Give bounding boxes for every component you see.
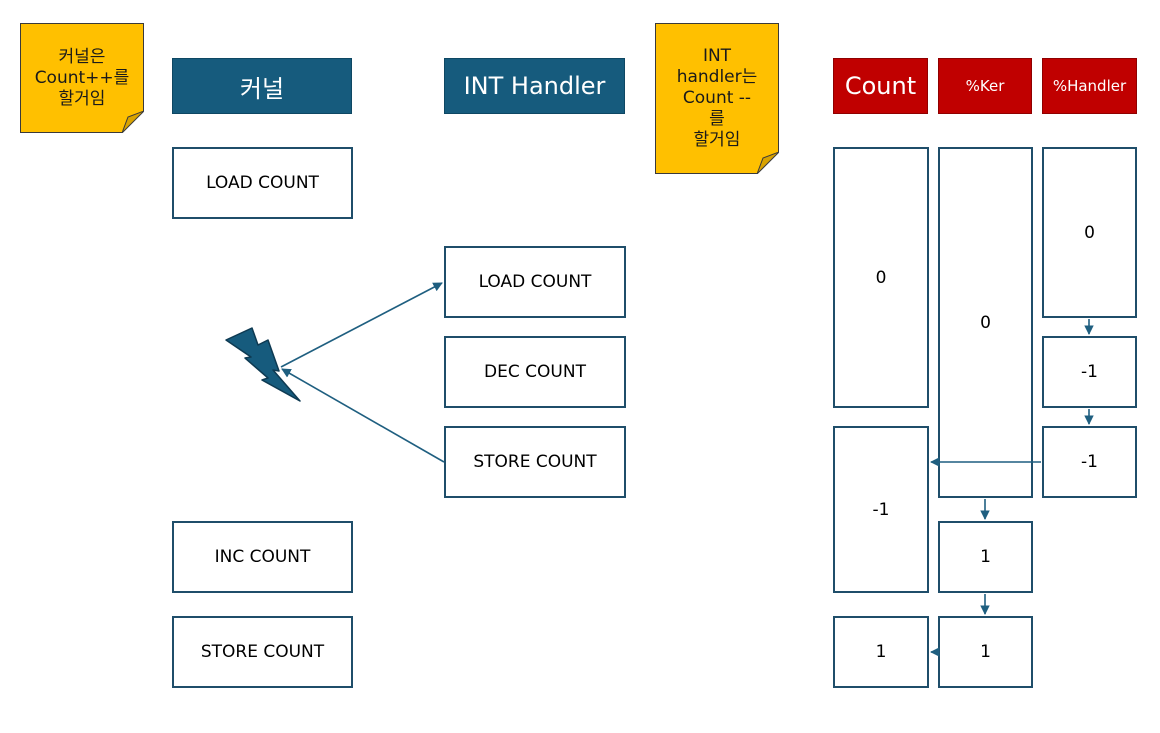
handler-value-initial: 0	[1042, 147, 1137, 318]
interrupt-lightning-icon	[225, 327, 301, 402]
kernel-store-count: STORE COUNT	[172, 616, 353, 688]
handler-note-line-4: 를	[709, 109, 725, 129]
handler-load-count: LOAD COUNT	[444, 246, 626, 318]
note-fold-icon	[757, 152, 779, 174]
handler-value-after-dec: -1	[1042, 336, 1137, 408]
kernel-load-count: LOAD COUNT	[172, 147, 353, 219]
kernel-note-line-1: 커널은	[58, 46, 106, 67]
handler-register-header: %Handler	[1042, 58, 1137, 114]
handler-note-line-3: Count --	[682, 88, 752, 108]
ker-register-header: %Ker	[938, 58, 1032, 114]
kernel-sticky-note: 커널은 Count++를 할거임	[20, 23, 144, 133]
kernel-note-line-3: 할거임	[58, 88, 106, 109]
kernel-header: 커널	[172, 58, 352, 114]
count-value-after-handler: -1	[833, 426, 929, 593]
kernel-note-line-2: Count++를	[34, 67, 130, 88]
handler-dec-count: DEC COUNT	[444, 336, 626, 408]
int-handler-header: INT Handler	[444, 58, 625, 114]
handler-value-stored: -1	[1042, 426, 1137, 498]
handler-return-arrow	[281, 368, 445, 463]
count-value-initial: 0	[833, 147, 929, 408]
handler-note-line-2: handler는	[676, 67, 758, 87]
note-fold-icon	[122, 111, 144, 133]
kernel-inc-count: INC COUNT	[172, 521, 353, 593]
handler-note-line-5: 할거임	[693, 130, 741, 150]
count-header: Count	[833, 58, 928, 114]
handler-store-count: STORE COUNT	[444, 426, 626, 498]
count-value-final: 1	[833, 616, 929, 688]
ker-value-initial: 0	[938, 147, 1033, 498]
handler-note-line-1: INT	[702, 46, 732, 66]
ker-value-after-inc: 1	[938, 521, 1033, 593]
ker-value-final: 1	[938, 616, 1033, 688]
handler-sticky-note: INT handler는 Count -- 를 할거임	[655, 23, 779, 174]
interrupt-to-handler-arrow	[280, 282, 443, 368]
